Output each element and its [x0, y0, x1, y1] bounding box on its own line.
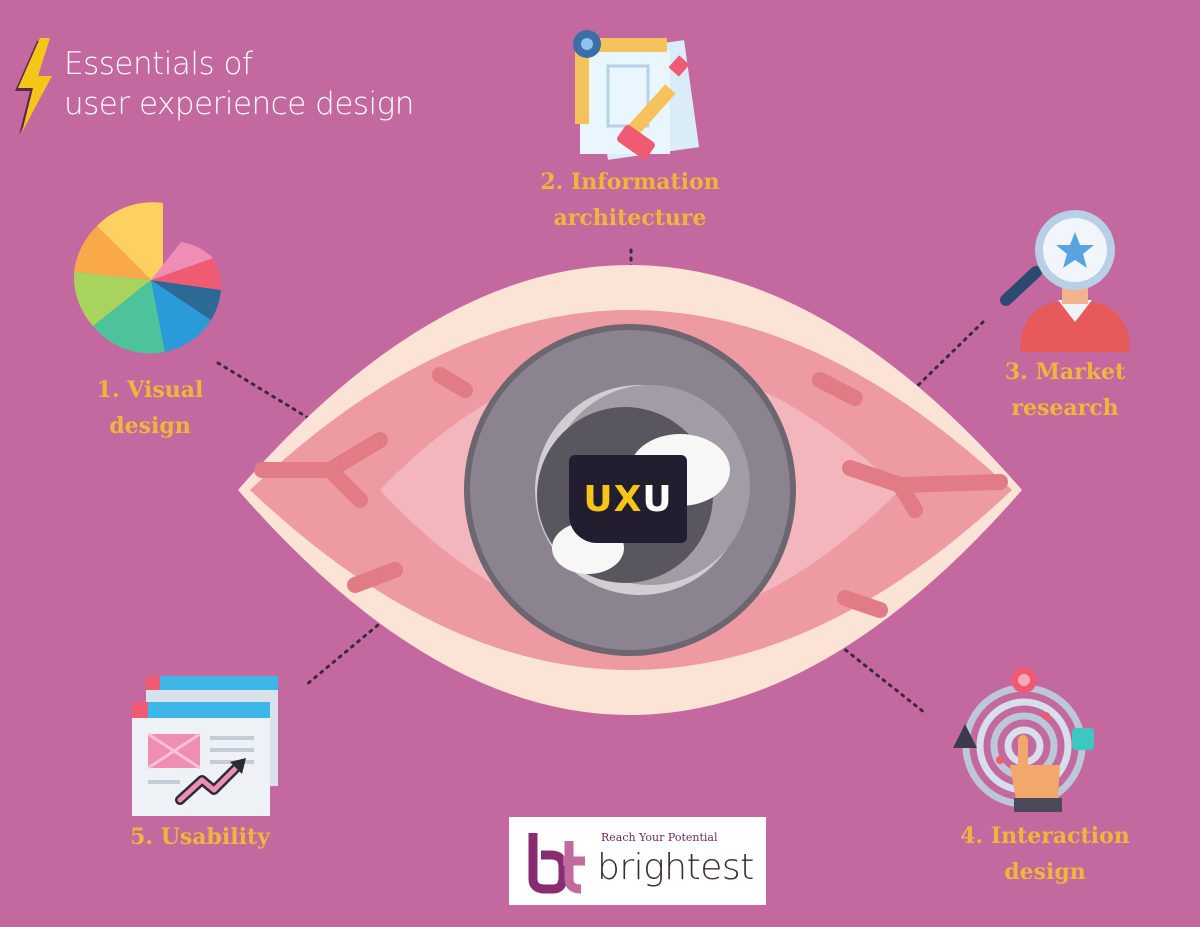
label-information-architecture: 2. Information architecture — [520, 164, 740, 236]
label-market-research-line2: research — [1011, 395, 1119, 421]
brand-name: brightest — [597, 847, 754, 888]
title-line-1: Essentials of — [64, 46, 253, 82]
uxu-logo-part2: U — [642, 478, 673, 520]
blueprint-icon — [573, 30, 700, 160]
label-interaction-design-line2: design — [1004, 859, 1086, 885]
label-information-architecture-line1: 2. Information — [540, 169, 720, 195]
touch-target-icon — [953, 667, 1094, 812]
magnifier-person-icon — [1000, 210, 1130, 352]
browser-windows-icon — [132, 676, 278, 816]
label-visual-design-line2: design — [109, 413, 191, 439]
label-information-architecture-line2: architecture — [553, 205, 707, 231]
label-market-research-line1: 3. Market — [1004, 359, 1126, 385]
label-usability-line1: 5. Usability — [130, 824, 270, 850]
connector-lines — [216, 248, 985, 715]
color-wheel-icon — [73, 202, 222, 354]
title-line-2: user experience design — [64, 86, 414, 122]
label-usability: 5. Usability — [100, 819, 300, 855]
brand-tagline: Reach Your Potential — [601, 831, 718, 844]
label-visual-design: 1. Visual design — [70, 372, 230, 444]
label-interaction-design-line1: 4. Interaction — [960, 823, 1130, 849]
brightest-logo: Reach Your Potential brightest — [509, 817, 766, 905]
label-visual-design-line1: 1. Visual — [96, 377, 204, 403]
lightning-bolt-icon — [15, 38, 52, 135]
label-market-research: 3. Market research — [985, 354, 1145, 426]
brightest-mark-icon — [528, 833, 585, 894]
uxu-logo-part1: UX — [583, 478, 643, 520]
label-interaction-design: 4. Interaction design — [940, 818, 1150, 890]
